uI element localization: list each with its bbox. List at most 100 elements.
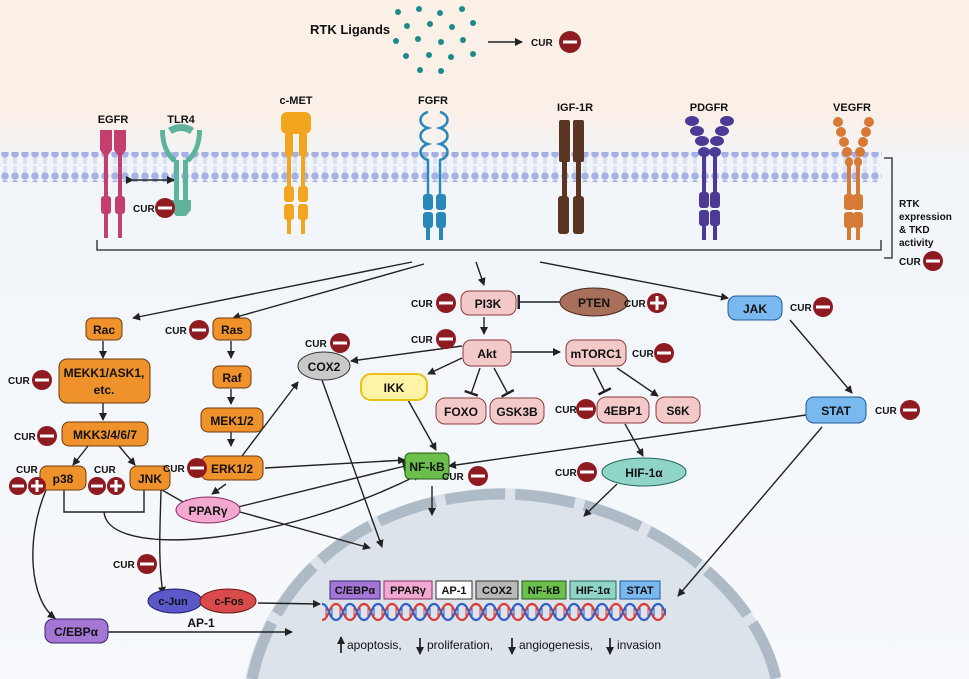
cfos-label: c-Fos	[214, 596, 243, 608]
rtk-note-cur-inhibit-icon	[923, 251, 943, 271]
erk12-label: ERK1/2	[211, 462, 253, 476]
tlr4-cur-label: CUR	[133, 204, 155, 215]
cox2-cur-label: CUR	[305, 339, 327, 350]
stat-cur-inhibit-icon	[900, 400, 920, 420]
jak-label: JAK	[743, 302, 767, 316]
pten-label: PTEN	[578, 296, 610, 310]
mtorc1-cur-label: CUR	[632, 349, 654, 360]
cox2-cur-inhibit-icon	[330, 333, 350, 353]
jnk-cur-activate-icon	[107, 477, 125, 495]
rtk-note-line-3: & TKD	[899, 225, 930, 236]
gsk3b-node	[489, 397, 545, 425]
egfr-receptor-icon	[100, 130, 126, 238]
akt-cur-label: CUR	[411, 335, 433, 346]
4ebp1-cur-inhibit-icon	[576, 399, 596, 419]
ap1-cur-inhibit-icon	[137, 554, 157, 574]
erk12-cur-inhibit-icon	[187, 458, 207, 478]
foxo-label: FOXO	[444, 405, 478, 419]
jak-node	[727, 295, 783, 321]
stat-node	[805, 396, 867, 424]
jak-cur-label: CUR	[790, 303, 812, 314]
rac-node	[85, 317, 123, 341]
rtk-right-bracket	[884, 157, 893, 259]
ligands-cur-label: CUR	[531, 38, 553, 49]
fgfr-label: FGFR	[418, 95, 448, 107]
akt-label: Akt	[477, 347, 496, 361]
tf-label-hif: HIF-1α	[576, 585, 611, 597]
cjun-label: c-Jun	[158, 596, 188, 608]
p38-cur-label: CUR	[16, 465, 38, 476]
stat-cur-label: CUR	[875, 406, 897, 417]
cmet-receptor-icon	[281, 112, 311, 234]
outcome-apoptosis: apoptosis,	[347, 638, 402, 652]
rtk-note-line-4: activity	[899, 238, 934, 249]
vegfr-label: VEGFR	[833, 102, 871, 114]
ras-cur-inhibit-icon	[189, 320, 209, 340]
rtk-ligands-label: RTK Ligands	[310, 22, 390, 37]
tf-box-hif	[569, 580, 617, 600]
pten-cur-label: CUR	[624, 299, 646, 310]
ras-node	[212, 317, 252, 341]
jnk-label: JNK	[138, 472, 162, 486]
tf-label-pparg: PPARγ	[390, 585, 427, 597]
tlr4-cur-inhibit-icon	[155, 198, 175, 218]
tf-box-cebp	[329, 580, 381, 600]
outcome-angiogenesis: angiogenesis,	[519, 638, 593, 652]
tf-label-stat: STAT	[626, 585, 653, 597]
s6k-label: S6K	[666, 404, 690, 418]
pdgfr-receptor-icon	[685, 116, 734, 240]
dna-helix-icon	[322, 600, 666, 624]
tlr4-receptor-icon	[160, 124, 202, 216]
mek12-label: MEK1/2	[210, 414, 254, 428]
gsk3b-label: GSK3B	[496, 405, 538, 419]
tf-box-pparg	[383, 580, 433, 600]
tf-box-stat	[619, 580, 661, 600]
ras-cur-label: CUR	[165, 326, 187, 337]
akt-node	[462, 339, 512, 367]
nfkb-node	[404, 452, 450, 480]
ikk-label: IKK	[384, 381, 405, 395]
rac-label: Rac	[93, 323, 115, 337]
p38-cur-activate-icon	[28, 477, 46, 495]
tf-box-ap1	[435, 580, 473, 600]
cebp-node	[44, 618, 109, 644]
raf-node	[212, 365, 252, 389]
s6k-node	[655, 396, 701, 424]
pdgfr-label: PDGFR	[690, 102, 729, 114]
mekk1-cur-label: CUR	[8, 376, 30, 387]
igf1r-receptor-icon	[558, 120, 584, 234]
pparg-node	[175, 496, 241, 524]
cox2-node	[297, 351, 351, 381]
outcome-proliferation: proliferation,	[427, 638, 493, 652]
ap1-label: AP-1	[187, 616, 215, 630]
4ebp1-cur-label: CUR	[555, 405, 577, 416]
foxo-node	[435, 397, 487, 425]
rtk-ligand-dots	[393, 6, 476, 74]
mek12-node	[200, 407, 264, 433]
rtk-note-line-2: expression	[899, 212, 952, 223]
mekk1-label-line-1: MEKK1/ASK1,	[64, 366, 145, 380]
4ebp1-node	[596, 396, 650, 424]
mtorc1-label: mTORC1	[570, 347, 621, 361]
nfkb-label: NF-kB	[409, 460, 445, 474]
cmet-label: c-MET	[280, 95, 313, 107]
pi3k-cur-label: CUR	[411, 299, 433, 310]
tlr4-label: TLR4	[167, 114, 195, 126]
vegfr-receptor-icon	[833, 117, 874, 240]
pparg-label: PPARγ	[188, 504, 227, 518]
pten-node	[559, 287, 629, 317]
outcome-invasion: invasion	[617, 638, 661, 652]
mekk1-cur-inhibit-icon	[32, 370, 52, 390]
jak-cur-inhibit-icon	[813, 297, 833, 317]
mekk1-node	[58, 358, 151, 404]
mekk1-label-line-2: etc.	[94, 383, 115, 397]
cfos-node	[199, 588, 257, 614]
egfr-label: EGFR	[98, 114, 129, 126]
tf-label-nfkb: NF-kB	[528, 585, 560, 597]
nfkb-cur-label: CUR	[442, 472, 464, 483]
p38-label: p38	[53, 472, 74, 486]
tf-label-ap1: AP-1	[441, 585, 466, 597]
rtk-note-cur-label: CUR	[899, 257, 921, 268]
jnk-node	[129, 465, 171, 491]
